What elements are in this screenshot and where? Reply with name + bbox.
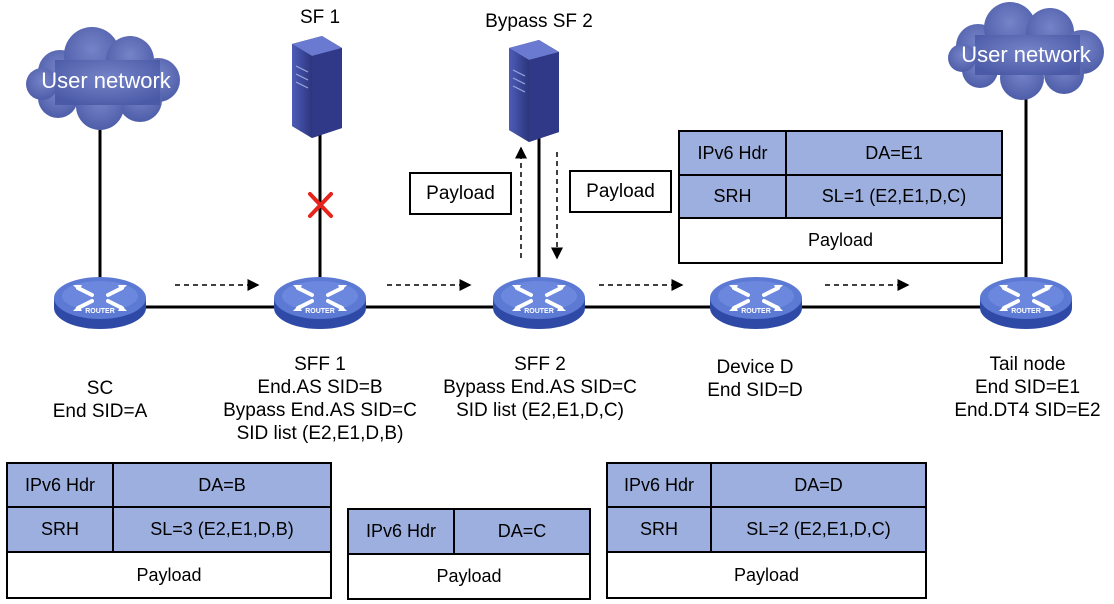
server-sf2-label: Bypass SF 2 bbox=[485, 11, 593, 32]
da-cell: DA=E1 bbox=[785, 130, 1003, 176]
router-badge: ROUTER bbox=[85, 308, 115, 315]
router-sff1-icon bbox=[272, 275, 368, 331]
ipv6-header-cell: IPv6 Hdr bbox=[6, 462, 114, 508]
router-sff2-icon bbox=[491, 275, 587, 331]
router-badge: ROUTER bbox=[741, 308, 771, 315]
ipv6-header-cell: IPv6 Hdr bbox=[606, 462, 712, 508]
payload-box-from-sf2: Payload bbox=[569, 170, 672, 213]
node-sid: End.AS SID=B bbox=[257, 377, 383, 398]
node-name: SFF 2 bbox=[514, 354, 566, 375]
node-name: SFF 1 bbox=[294, 354, 346, 375]
packet-sff2-to-d: IPv6 Hdr DA=E1 SRH SL=1 (E2,E1,D,C) Payl… bbox=[678, 130, 1003, 264]
srh-cell: SRH bbox=[678, 174, 787, 219]
sl-cell: SL=2 (E2,E1,D,C) bbox=[710, 506, 927, 553]
payload-cell: Payload bbox=[678, 217, 1003, 264]
router-sc-icon bbox=[52, 275, 148, 331]
server-sf1-icon bbox=[291, 35, 343, 139]
ipv6-header-cell: IPv6 Hdr bbox=[678, 130, 787, 176]
cloud-left-icon bbox=[26, 27, 180, 130]
srh-cell: SRH bbox=[606, 506, 712, 553]
cloud-right-label: User network bbox=[961, 42, 1091, 67]
payload-cell: Payload bbox=[6, 551, 332, 599]
da-cell: DA=D bbox=[710, 462, 927, 508]
node-sff1-label: SFF 1 End.AS SID=B Bypass End.AS SID=C S… bbox=[180, 353, 460, 445]
router-badge: ROUTER bbox=[1011, 308, 1041, 315]
failure-x-icon bbox=[308, 192, 333, 218]
cloud-right-icon bbox=[948, 2, 1104, 100]
router-badge: ROUTER bbox=[524, 308, 554, 315]
node-name: SC bbox=[86, 378, 114, 399]
node-sid: End SID=A bbox=[52, 401, 148, 422]
node-name: Tail node bbox=[989, 354, 1066, 375]
node-devd-label: Device D End SID=D bbox=[670, 356, 840, 402]
router-tail-icon bbox=[978, 275, 1074, 331]
sl-cell: SL=1 (E2,E1,D,C) bbox=[785, 174, 1003, 219]
node-sid: End SID=D bbox=[707, 380, 803, 401]
node-sid: Bypass End.AS SID=C bbox=[223, 400, 417, 421]
node-sid: End SID=E1 bbox=[974, 377, 1081, 398]
node-sid: Bypass End.AS SID=C bbox=[443, 377, 637, 398]
node-tail-label: Tail node End SID=E1 End.DT4 SID=E2 bbox=[945, 353, 1110, 422]
node-name: Device D bbox=[716, 357, 794, 378]
server-sf1-label: SF 1 bbox=[299, 7, 341, 28]
ipv6-header-cell: IPv6 Hdr bbox=[347, 508, 455, 555]
router-devd-icon bbox=[708, 275, 804, 331]
node-sc-label: SC End SID=A bbox=[30, 377, 170, 423]
node-sid-list: SID list (E2,E1,D,C) bbox=[456, 400, 624, 421]
srh-cell: SRH bbox=[6, 506, 114, 553]
da-cell: DA=B bbox=[112, 462, 332, 508]
payload-box-to-sf2: Payload bbox=[409, 172, 512, 215]
sl-cell: SL=3 (E2,E1,D,B) bbox=[112, 506, 332, 553]
router-badge: ROUTER bbox=[305, 308, 335, 315]
node-sid-list: SID list (E2,E1,D,B) bbox=[236, 423, 404, 444]
server-sf2-icon bbox=[508, 39, 560, 143]
packet-sc-to-sff1: IPv6 Hdr DA=B SRH SL=3 (E2,E1,D,B) Paylo… bbox=[6, 462, 332, 599]
packet-sff2-to-d-shown: IPv6 Hdr DA=D SRH SL=2 (E2,E1,D,C) Paylo… bbox=[606, 462, 927, 599]
node-sid: End.DT4 SID=E2 bbox=[954, 400, 1101, 421]
packet-sff1-to-sff2: IPv6 Hdr DA=C Payload bbox=[347, 508, 591, 600]
da-cell: DA=C bbox=[453, 508, 591, 555]
cloud-left-label: User network bbox=[41, 68, 171, 93]
payload-cell: Payload bbox=[606, 551, 927, 599]
payload-cell: Payload bbox=[347, 553, 591, 600]
node-sff2-label: SFF 2 Bypass End.AS SID=C SID list (E2,E… bbox=[400, 353, 680, 422]
